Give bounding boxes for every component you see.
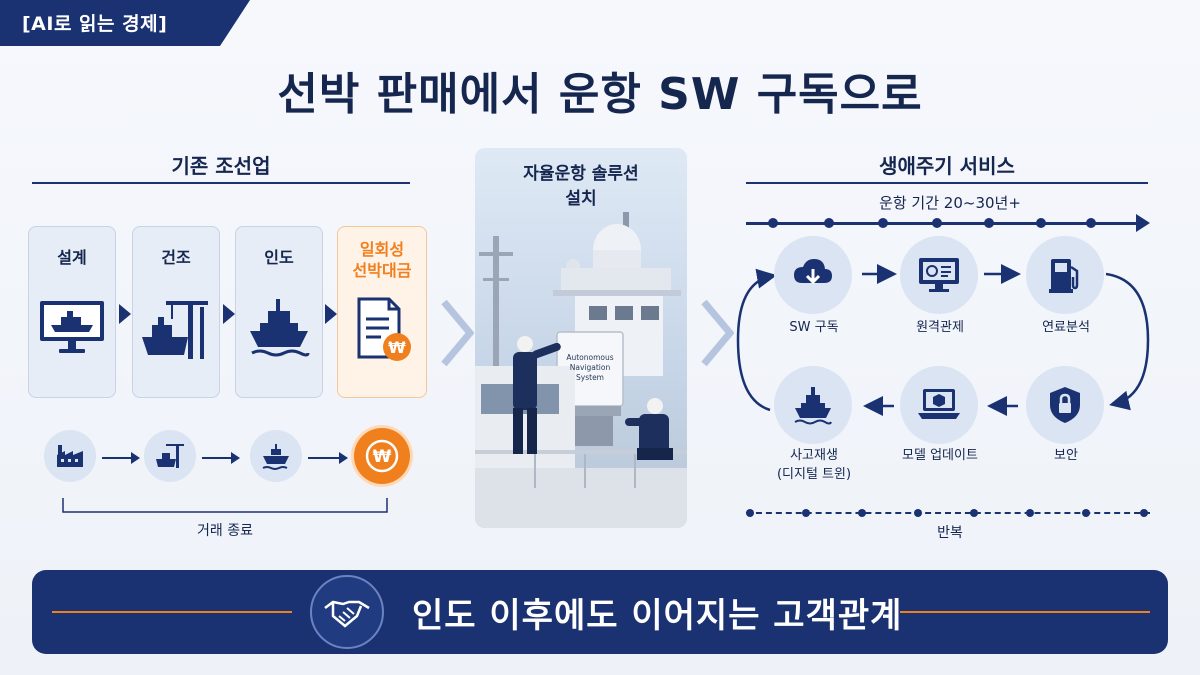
laptop-cube-icon (918, 389, 960, 419)
bottom-banner: 인도 이후에도 이어지는 고객관계 (32, 570, 1168, 654)
shield-lock-icon (1050, 387, 1080, 423)
installation-photo: 자율운항 솔루션 설치 (475, 148, 687, 528)
cloud-download-icon (794, 259, 832, 285)
service-remote-label: 원격관제 (916, 320, 964, 335)
left-section-rule (32, 182, 410, 184)
stage-design-label: 설계 (57, 248, 87, 267)
section-tag-label: [AI로 읽는 경제] (22, 13, 168, 35)
center-section-title: 자율운항 솔루션 설치 (475, 162, 687, 212)
timeline-label: 운항 기간 20~30년+ (879, 194, 1021, 212)
timeline-dot (768, 218, 778, 228)
chevron-right-icon-2 (701, 300, 734, 366)
section-tag: [AI로 읽는 경제] (0, 0, 250, 46)
stage-build: 건조 (132, 226, 220, 398)
service-sw-label: SW 구독 (789, 320, 839, 335)
factory-icon (44, 430, 96, 482)
banner-text: 인도 이후에도 이어지는 고객관계 (412, 596, 903, 636)
stage-arrow-1 (119, 304, 131, 324)
service-fuel-label: 연료분석 (1042, 320, 1090, 335)
banner-line-right (900, 611, 1150, 613)
stage-design: 설계 (28, 226, 116, 398)
end-bracket (62, 498, 388, 513)
repeat-dot (1026, 509, 1034, 517)
invoice-won-icon: ₩ (357, 297, 411, 361)
ship-mast-illustration (475, 212, 687, 528)
flow-arrow-2 (202, 452, 240, 464)
timeline-dot (824, 218, 834, 228)
repeat-dot (914, 509, 922, 517)
stage-build-label: 건조 (161, 248, 191, 267)
stage-payment-label-line2: 선박대금 (352, 261, 412, 280)
page-title: 선박 판매에서 운항 SW 구독으로 (277, 69, 923, 120)
stage-payment-label-line1: 일회성 (359, 240, 405, 259)
device-label-line3: System (576, 373, 604, 382)
repeat-dot (746, 509, 754, 517)
device-label-line2: Navigation (569, 363, 611, 372)
fuel-pump-icon (1049, 259, 1079, 293)
timeline-dot (984, 218, 994, 228)
svg-text:₩: ₩ (373, 447, 392, 467)
timeline-dot (1086, 218, 1096, 228)
service-loop-arrows (736, 264, 1150, 416)
stage-one-time-payment: 일회성 선박대금 ₩ (337, 226, 427, 398)
banner-line-left (52, 611, 292, 613)
service-replay-label-line2: (디지털 트윈) (776, 467, 852, 482)
flow-ship-icon (250, 430, 302, 482)
service-fuel-analysis (1026, 236, 1104, 314)
remote-monitor-icon (919, 258, 959, 292)
device-label-line1: Autonomous (566, 353, 614, 362)
chevron-right-icon (441, 300, 474, 366)
repeat-dot (1140, 509, 1148, 517)
repeat-label: 반복 (937, 525, 963, 541)
stage-arrow-3 (325, 304, 337, 324)
repeat-dot (1082, 509, 1090, 517)
repeat-dot (970, 509, 978, 517)
repeat-dot (858, 509, 866, 517)
stage-arrow-2 (223, 304, 235, 324)
service-security-label: 보안 (1054, 448, 1078, 463)
stage-delivery-label: 인도 (264, 248, 294, 267)
service-accident-replay (774, 366, 852, 444)
timeline-dot (932, 218, 942, 228)
right-section-title: 생애주기 서비스 (879, 154, 1015, 178)
right-section-rule (746, 182, 1148, 184)
ship-icon (250, 299, 310, 357)
left-section-title: 기존 조선업 (171, 154, 271, 178)
crane-ship-icon (144, 430, 196, 482)
stage-delivery: 인도 (235, 226, 323, 398)
device-label: Autonomous Navigation System (559, 353, 621, 383)
svg-text:₩: ₩ (388, 338, 406, 357)
timeline-dot (1036, 218, 1046, 228)
operation-timeline (746, 214, 1150, 232)
monitor-ship-icon (40, 301, 104, 353)
service-replay-label-line1: 사고재생 (790, 448, 838, 463)
service-replay-label: 사고재생 (디지털 트윈) (754, 446, 874, 484)
end-label: 거래 종료 (197, 523, 253, 539)
timeline-dot (878, 218, 888, 228)
service-model-update (900, 366, 978, 444)
repeat-dot (802, 509, 810, 517)
center-title-line1: 자율운항 솔루션 (523, 164, 639, 184)
service-model-label: 모델 업데이트 (902, 448, 978, 463)
shipyard-crane-icon (142, 301, 208, 359)
ship-icon (794, 387, 832, 425)
won-coin-icon: ₩ (354, 428, 410, 484)
service-security (1026, 366, 1104, 444)
service-remote-control (900, 236, 978, 314)
service-sw-subscription (774, 236, 852, 314)
timeline-arrow-head (1136, 214, 1150, 232)
flow-arrow-3 (308, 452, 348, 464)
stage-payment-label: 일회성 선박대금 (338, 239, 426, 281)
center-title-line2: 설치 (565, 189, 597, 209)
handshake-icon (310, 575, 384, 649)
repeat-line (746, 509, 1150, 517)
flow-arrow-1 (102, 452, 140, 464)
